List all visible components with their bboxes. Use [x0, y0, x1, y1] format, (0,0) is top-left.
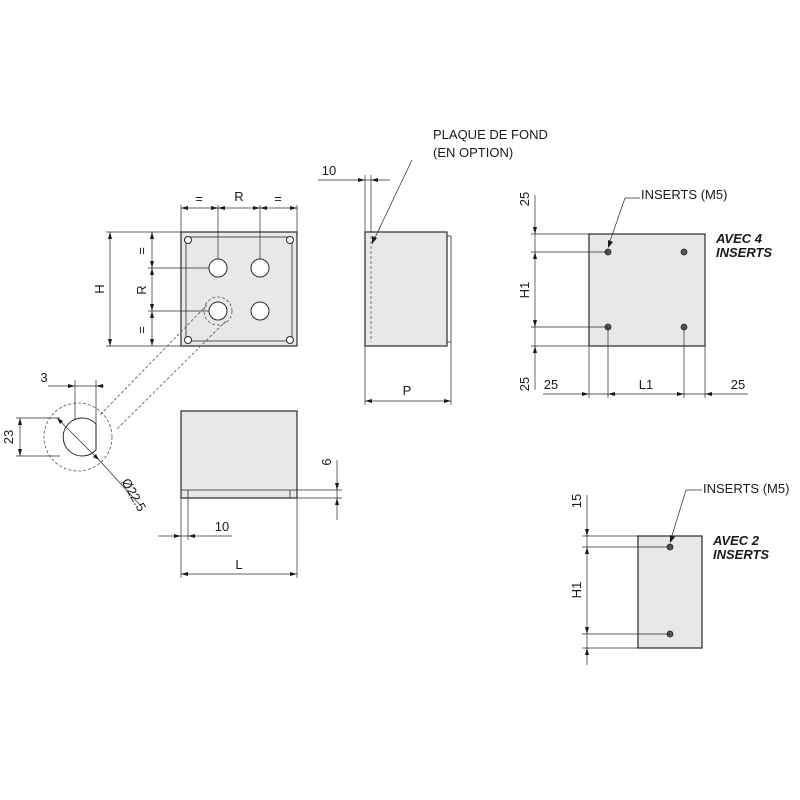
- dim-l1: L1: [639, 377, 653, 392]
- detail-leader: [115, 320, 227, 431]
- two-inserts-view: INSERTS (M5) AVEC 2 INSERTS 15 H1: [569, 481, 789, 665]
- detail-circle: [203, 296, 233, 326]
- enclosure-bottom: [180, 410, 298, 499]
- base-plate-2: [637, 535, 703, 649]
- dim-23: 23: [1, 430, 16, 444]
- title-avec-4-line1: AVEC 4: [715, 231, 763, 246]
- dim-eq-side-bottom: =: [134, 326, 149, 334]
- title-avec-2-line2: INSERTS: [713, 547, 769, 562]
- title-avec-2-line1: AVEC 2: [712, 533, 760, 548]
- enclosure-lid-edge: [446, 235, 452, 343]
- dim-h1-4: H1: [517, 282, 532, 299]
- dim-eq-side-top: =: [134, 247, 149, 255]
- dim-r-top: R: [234, 189, 243, 204]
- dim-diameter: Ø22.5: [119, 476, 150, 514]
- dim-h1-2: H1: [569, 582, 584, 599]
- detail-hole-keyed: [62, 417, 97, 457]
- four-inserts-view: INSERTS (M5) AVEC 4 INSERTS 25 H1 25 25 …: [517, 187, 772, 398]
- button-hole: [250, 258, 270, 278]
- title-avec-4-line2: INSERTS: [716, 245, 772, 260]
- inserts-label-2: INSERTS (M5): [703, 481, 789, 496]
- dim-10-bottom: 10: [215, 519, 229, 534]
- dim-h: H: [92, 284, 107, 293]
- inserts-leader-4: [607, 197, 626, 248]
- side-view: PLAQUE DE FOND (EN OPTION) 10 P: [318, 127, 548, 405]
- back-plate-label-line2: (EN OPTION): [433, 145, 513, 160]
- dim-3: 3: [40, 370, 47, 385]
- screw-hole: [286, 236, 294, 244]
- dim-25-bottom: 25: [517, 377, 532, 391]
- dim-6: 6: [319, 458, 334, 465]
- inserts-leader-2: [669, 489, 687, 543]
- dim-25-left: 25: [544, 377, 558, 392]
- button-hole: [208, 301, 228, 321]
- inserts-label-4: INSERTS (M5): [641, 187, 727, 202]
- button-hole: [208, 258, 228, 278]
- screw-hole: [184, 336, 192, 344]
- dim-25-right: 25: [731, 377, 745, 392]
- enclosure-inner-edge: [185, 236, 293, 342]
- back-plate-leader: [371, 159, 413, 245]
- detail-enlarged-circle: [43, 402, 113, 472]
- dim-l: L: [235, 557, 242, 572]
- dim-10-side: 10: [322, 163, 336, 178]
- enclosure-front: [180, 231, 298, 347]
- screw-hole: [286, 336, 294, 344]
- enclosure-side: [364, 231, 448, 347]
- dim-15: 15: [569, 494, 584, 508]
- screw-hole: [184, 236, 192, 244]
- button-hole: [250, 301, 270, 321]
- insert-4: [680, 248, 688, 256]
- dim-p: P: [403, 383, 412, 398]
- dim-25-top: 25: [517, 192, 532, 206]
- dim-eq-top-right: =: [274, 191, 282, 206]
- dim-r-side: R: [134, 285, 149, 294]
- detail-leader: [99, 304, 208, 416]
- back-plate-label-line1: PLAQUE DE FOND: [433, 127, 548, 142]
- dim-eq-top-left: =: [195, 191, 203, 206]
- front-view: = R = H = R =: [92, 189, 298, 347]
- bottom-view: 6 10 L: [158, 410, 342, 578]
